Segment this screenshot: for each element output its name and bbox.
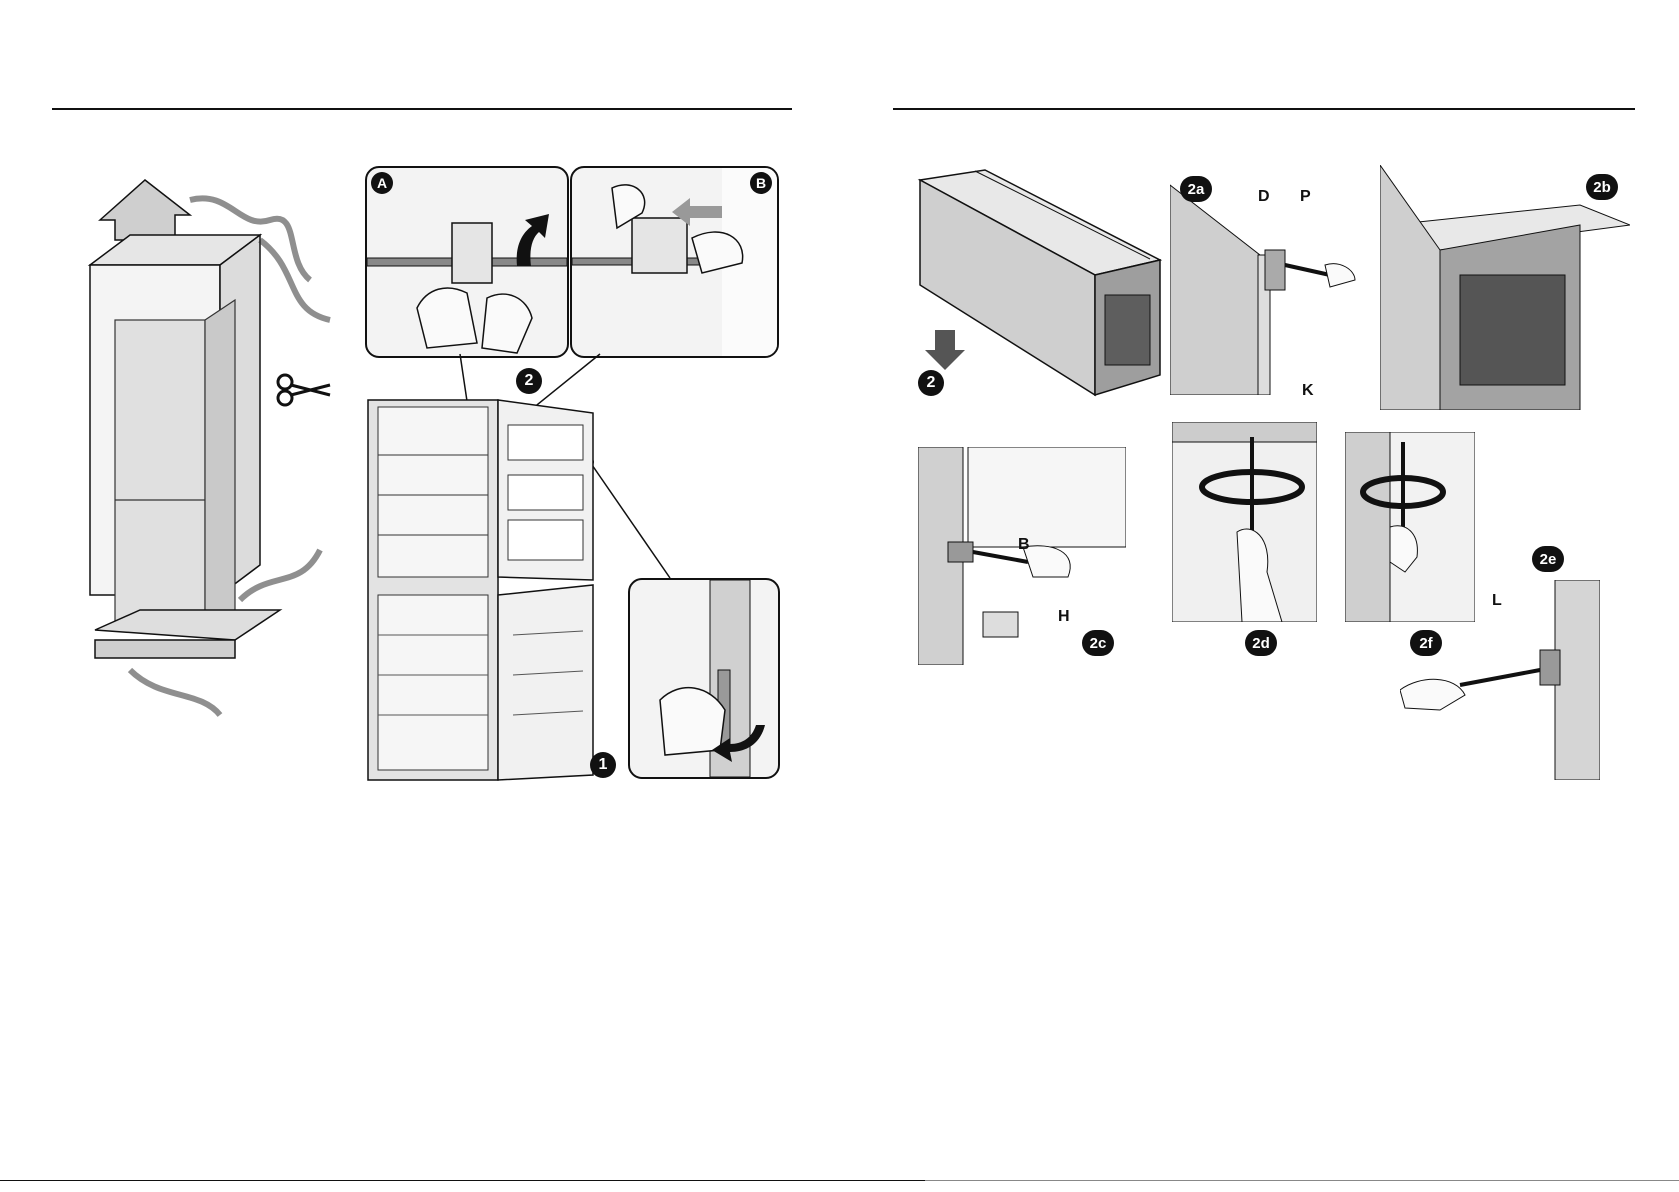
arrow-down-icon bbox=[710, 720, 770, 765]
panel-2b bbox=[1380, 165, 1630, 410]
step-2-badge: 2 bbox=[516, 368, 542, 394]
step-1-badge: 1 bbox=[590, 752, 616, 778]
step-2f-badge: 2f bbox=[1410, 630, 1442, 656]
panel-2a-drawing bbox=[1170, 175, 1360, 395]
panel-2e-drawing bbox=[1400, 580, 1600, 780]
step-2c-badge: 2c bbox=[1082, 630, 1114, 656]
panel-fridge-lying bbox=[915, 165, 1165, 400]
arrow-down-icon bbox=[925, 330, 965, 370]
callout-l: L bbox=[1492, 592, 1502, 610]
right-step-2-badge: 2 bbox=[918, 370, 944, 396]
panel-2a bbox=[1170, 175, 1360, 395]
step-2d-badge: 2d bbox=[1245, 630, 1277, 656]
callout-h: H bbox=[1058, 608, 1070, 626]
step-2e-badge: 2e bbox=[1532, 546, 1564, 572]
step-2a-badge: 2a bbox=[1180, 176, 1212, 202]
open-fridge-illustration bbox=[363, 395, 623, 785]
callout-k: K bbox=[1302, 382, 1314, 400]
panel-2d-drawing bbox=[1172, 422, 1317, 622]
open-fridge-drawing bbox=[363, 395, 623, 785]
panel-2e bbox=[1400, 580, 1600, 780]
panel-2d bbox=[1172, 422, 1317, 622]
step-2b-badge: 2b bbox=[1586, 174, 1618, 200]
callout-b: B bbox=[1018, 536, 1030, 554]
callout-d: D bbox=[1258, 188, 1270, 206]
panel-2b-drawing bbox=[1380, 165, 1630, 410]
door-handle-inset bbox=[628, 578, 780, 779]
callout-p: P bbox=[1300, 188, 1311, 206]
